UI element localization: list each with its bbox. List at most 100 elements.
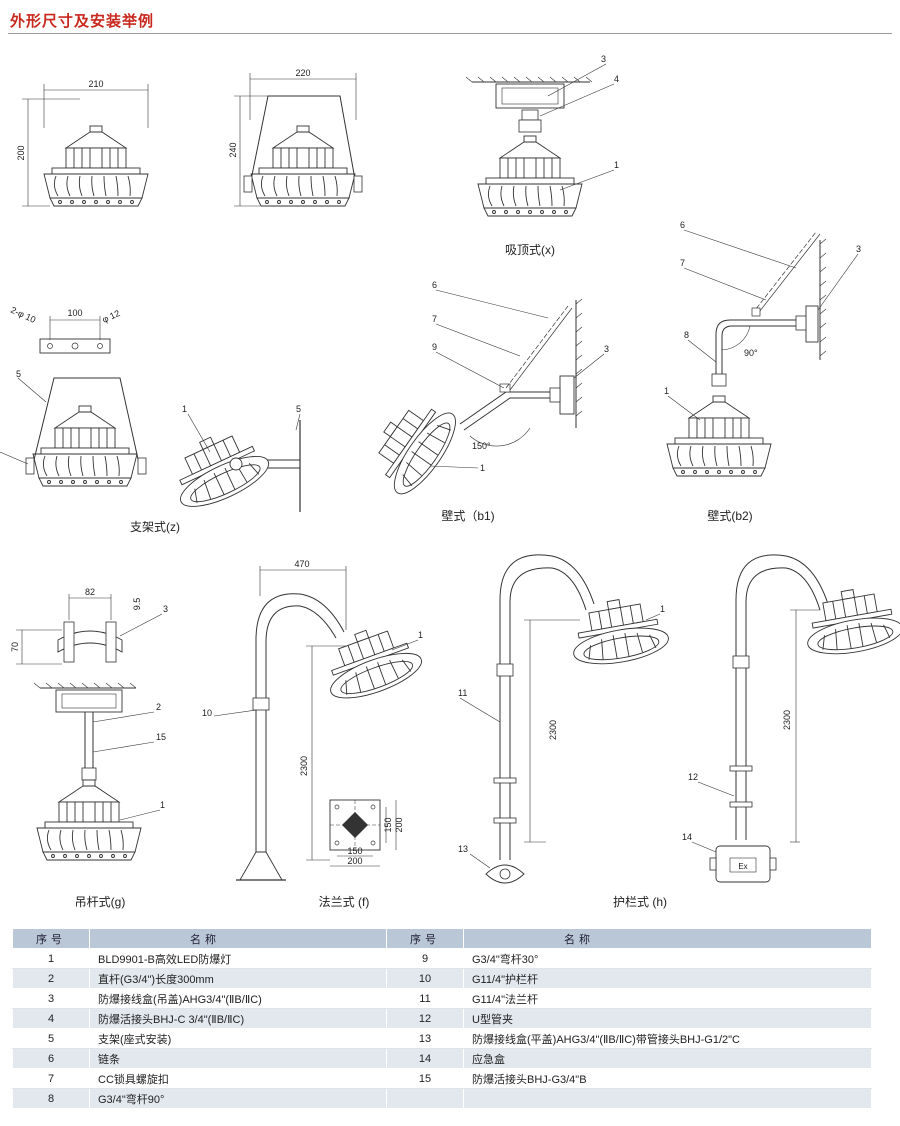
dim-2300: 2300 — [299, 756, 309, 776]
dim-200-vertical: 200 — [394, 817, 404, 832]
part-no: 11 — [386, 988, 464, 1009]
callout-5: 5 — [16, 369, 21, 379]
header-name-left: 名称 — [89, 928, 387, 949]
callout-3-b1: 3 — [604, 344, 609, 354]
callout-13: 13 — [458, 844, 468, 854]
callout-10: 10 — [202, 708, 212, 718]
callout-3-g: 3 — [163, 604, 168, 614]
part-no: 3 — [12, 988, 90, 1009]
part-name: U型管夹 — [463, 1008, 872, 1029]
callout-8: 8 — [684, 330, 689, 340]
dim-200-horizontal: 200 — [347, 856, 362, 866]
wall-mount-b2-diagram: 90° 6 7 3 8 1 壁式(b2) — [664, 220, 861, 523]
callout-3-b2: 3 — [856, 244, 861, 254]
caption-pendant-mount: 吊杆式(g) — [75, 895, 126, 909]
part-name: G3/4"弯杆30° — [463, 948, 872, 969]
guardrail-mount-diagram: 2300 1 11 13 2300 12 Ex 14 护栏式 (h) — [458, 554, 900, 909]
table-row: 5 支架(座式安装) 13 防爆接线盒(平盖)AHG3/4"(ⅡB/ⅡC)带管接… — [12, 1028, 872, 1049]
caption-guardrail-mount: 护栏式 (h) — [613, 894, 667, 909]
part-no: 6 — [12, 1048, 90, 1069]
callout-6: 6 — [432, 280, 437, 290]
part-name: CC锁具螺旋扣 — [89, 1068, 387, 1089]
caption-wall-mount-b1: 壁式（b1) — [441, 508, 494, 523]
part-name: G3/4"弯杆90° — [89, 1088, 387, 1109]
part-name: 防爆接线盒(平盖)AHG3/4"(ⅡB/ⅡC)带管接头BHJ-G1/2"C — [463, 1028, 872, 1049]
part-no: 12 — [386, 1008, 464, 1029]
part-name: G11/4"法兰杆 — [463, 988, 872, 1009]
table-row: 1 BLD9901-B高效LED防爆灯 9 G3/4"弯杆30° — [12, 948, 872, 969]
ceiling-mount-diagram: 3 4 1 吸顶式(x) — [465, 54, 619, 257]
emergency-box-label: Ex — [738, 862, 747, 871]
callout-2: 2 — [156, 702, 161, 712]
table-row: 7 CC锁具螺旋扣 15 防爆活接头BHJ-G3/4"B — [12, 1068, 872, 1089]
angle-90: 90° — [744, 348, 758, 358]
dim-240: 240 — [228, 142, 238, 157]
callout-4: 4 — [614, 74, 619, 84]
part-no: 14 — [386, 1048, 464, 1069]
dim-150-vertical: 150 — [383, 817, 393, 832]
dim-100: 100 — [67, 308, 82, 318]
table-row: 6 链条 14 应急盒 — [12, 1048, 872, 1069]
caption-flange-mount: 法兰式 (f) — [319, 895, 370, 909]
callout-15: 15 — [156, 732, 166, 742]
header-no-left: 序号 — [12, 928, 90, 949]
header-name-right: 名称 — [463, 928, 872, 949]
wall-mount-b1-diagram: 150° 6 7 9 3 1 壁式（b1) — [359, 280, 609, 523]
dim-2phi10: 2-φ 10 — [9, 305, 37, 325]
part-no: 2 — [12, 968, 90, 989]
dim-2300-h1: 2300 — [548, 720, 558, 740]
dim-70: 70 — [10, 642, 20, 652]
callout-1: 1 — [614, 160, 619, 170]
caption-ceiling-mount: 吸顶式(x) — [505, 243, 555, 257]
caption-wall-mount-b2: 壁式(b2) — [707, 508, 752, 523]
table-row: 2 直杆(G3/4")长度300mm 10 G11/4"护栏杆 — [12, 968, 872, 989]
angle-150: 150° — [472, 441, 491, 451]
dim-200: 200 — [16, 145, 26, 160]
callout-5-side: 5 — [296, 404, 301, 414]
callout-11: 11 — [458, 688, 467, 698]
part-name: 应急盒 — [463, 1048, 872, 1069]
callout-14: 14 — [682, 832, 692, 842]
callout-3: 3 — [601, 54, 606, 64]
part-no: 8 — [12, 1088, 90, 1109]
callout-1-f: 1 — [418, 630, 423, 640]
caption-bracket-mount: 支架式(z) — [130, 520, 180, 534]
callout-1-bracket: 1 — [182, 404, 187, 414]
part-name: 防爆活接头BHJ-G3/4"B — [463, 1068, 872, 1089]
callout-1-h: 1 — [660, 604, 665, 614]
part-no — [386, 1088, 464, 1109]
callout-1-b2: 1 — [664, 386, 669, 396]
part-name: BLD9901-B高效LED防爆灯 — [89, 948, 387, 969]
dim-470: 470 — [294, 559, 309, 569]
header-no-right: 序号 — [386, 928, 464, 949]
part-name: 防爆活接头BHJ-C 3/4"(ⅡB/ⅡC) — [89, 1008, 387, 1029]
part-no: 15 — [386, 1068, 464, 1089]
part-no: 1 — [12, 948, 90, 969]
part-no: 4 — [12, 1008, 90, 1029]
callout-7: 7 — [432, 314, 437, 324]
dim-phi12: φ 12 — [101, 308, 122, 325]
callout-12: 12 — [688, 772, 698, 782]
dim-9-5: 9.5 — [132, 598, 142, 611]
table-row: 8 G3/4"弯杆90° — [12, 1088, 872, 1109]
dim-220: 220 — [295, 68, 310, 78]
lamp-with-bracket: 220 240 — [228, 68, 363, 207]
part-no: 9 — [386, 948, 464, 969]
parts-table: 序号 名称 序号 名称 1 BLD9901-B高效LED防爆灯 9 G3/4"弯… — [12, 928, 872, 1109]
bracket-mount-diagram: 100 2-φ 10 φ 12 5 1 5 支架式(z) — [0, 305, 301, 534]
callout-6-b2: 6 — [680, 220, 685, 230]
dim-150-horizontal: 150 — [347, 846, 362, 856]
callout-1-b1: 1 — [480, 463, 485, 473]
callout-9: 9 — [432, 342, 437, 352]
part-name: 链条 — [89, 1048, 387, 1069]
dim-2300-h2: 2300 — [782, 710, 792, 730]
part-name: 支架(座式安装) — [89, 1028, 387, 1049]
dim-210: 210 — [88, 79, 103, 89]
flange-mount-diagram: 470 2300 10 1 150 200 150 200 法兰式 (f) — [202, 559, 428, 909]
callout-7-b2: 7 — [680, 258, 685, 268]
part-name — [463, 1088, 872, 1109]
part-no: 13 — [386, 1028, 464, 1049]
dim-82: 82 — [85, 587, 95, 597]
part-no: 7 — [12, 1068, 90, 1089]
part-name: G11/4"护栏杆 — [463, 968, 872, 989]
